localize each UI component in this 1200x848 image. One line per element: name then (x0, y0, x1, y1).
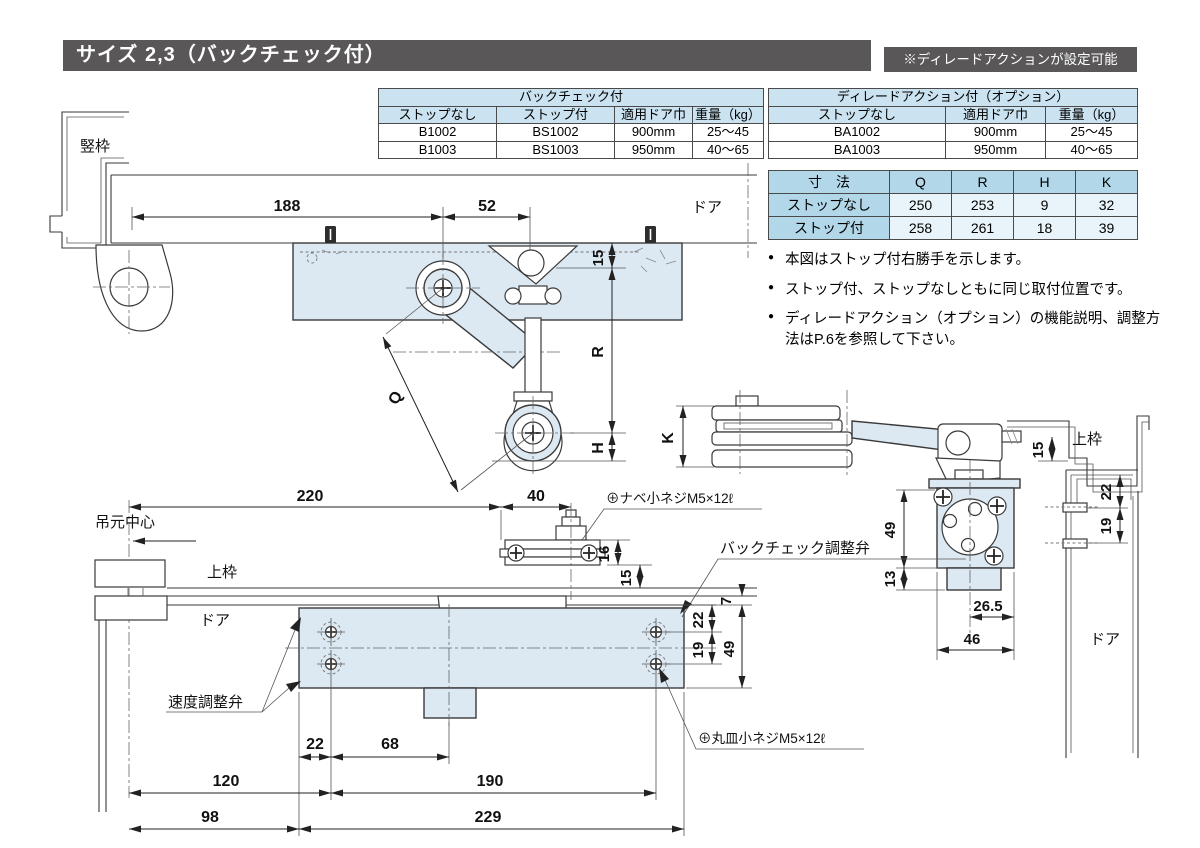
col-header: 適用ドア巾 (614, 105, 693, 124)
table-cell: 9 (1013, 193, 1076, 217)
table-cell: B1003 (378, 140, 497, 159)
side-dim-265: 26.5 (973, 598, 1002, 615)
side-dim-K: K (660, 432, 677, 444)
front-dim-19a: 19 (690, 642, 707, 659)
table-cell: 25〜45 (691, 123, 765, 142)
front-dim-68: 68 (381, 736, 399, 753)
front-dim-40: 40 (527, 488, 545, 505)
plan-label-jamb: 竪枠 (80, 138, 110, 155)
front-label-hinge-center: 吊元中心 (95, 514, 155, 531)
notes-list: 本図はストップ付右勝手を示します。 ストップ付、ストップなしともに同じ取付位置で… (768, 250, 1168, 359)
col-header: R (951, 170, 1014, 194)
table-cell: 40〜65 (691, 140, 765, 159)
side-dim-49: 49 (882, 522, 899, 539)
table-cell: 18 (1013, 216, 1076, 240)
table-cell: 39 (1075, 216, 1138, 240)
side-label-topframe: 上枠 (1072, 431, 1102, 448)
front-dim-120: 120 (213, 773, 240, 790)
col-header: 重量（kg） (691, 105, 765, 124)
row-header: ストップ付 (768, 216, 890, 240)
table-cell: 950mm (614, 140, 693, 159)
table-cell: 40〜65 (1044, 140, 1139, 159)
front-label-speed-valve: 速度調整弁 (168, 694, 243, 711)
table-delayed-title: ディレードアクション付（オプション） (767, 88, 1139, 107)
front-label-pan-screw: ⊕ナベ小ネジM5×12ℓ (606, 491, 734, 506)
side-dim-19: 19 (1098, 518, 1115, 535)
col-header: 寸 法 (768, 170, 890, 194)
col-header: 適用ドア巾 (945, 105, 1046, 124)
front-dim-15: 15 (618, 570, 635, 587)
front-dim-22b: 22 (306, 736, 324, 753)
front-dim-49: 49 (721, 641, 738, 658)
table-cell: B1002 (378, 123, 497, 142)
side-dim-46: 46 (964, 631, 981, 648)
col-header: H (1013, 170, 1076, 194)
plan-label-door: ドア (692, 199, 722, 216)
table-cell: 261 (951, 216, 1014, 240)
front-label-topframe: 上枠 (207, 564, 237, 581)
delayed-action-note: ※ディレードアクションが設定可能 (884, 47, 1137, 72)
screw-hole-icon (317, 618, 670, 678)
plan-dim-52: 52 (478, 198, 496, 215)
front-dim-190: 190 (477, 773, 504, 790)
col-header: ストップなし (768, 105, 946, 124)
side-dim-13: 13 (882, 571, 899, 588)
front-label-flat-screw: ⊕丸皿小ネジM5×12ℓ (698, 731, 826, 746)
col-header: ストップ付 (496, 105, 615, 124)
table-cell: 950mm (945, 140, 1046, 159)
front-dim-22a: 22 (690, 612, 707, 629)
note-item: ディレードアクション（オプション）の機能説明、調整方法はP.6を参照して下さい。 (768, 309, 1168, 350)
table-backcheck: バックチェック付 ストップなし ストップ付 適用ドア巾 重量（kg） B1002… (377, 88, 765, 159)
table-cell: 900mm (945, 123, 1046, 142)
front-dim-16: 16 (596, 546, 613, 563)
page-title: サイズ 2,3（バックチェック付） (63, 40, 871, 71)
plan-dim-188: 188 (274, 198, 301, 215)
col-header: ストップなし (378, 105, 497, 124)
col-header: K (1075, 170, 1138, 194)
col-header: 重量（kg） (1044, 105, 1139, 124)
note-item: 本図はストップ付右勝手を示します。 (768, 250, 1168, 271)
table-cell: 253 (951, 193, 1014, 217)
table-delayed-action: ディレードアクション付（オプション） ストップなし 適用ドア巾 重量（kg） B… (767, 88, 1139, 159)
side-label-door: ドア (1090, 631, 1120, 648)
row-header: ストップなし (768, 193, 890, 217)
front-dim-98: 98 (201, 809, 219, 826)
note-item: ストップ付、ストップなしともに同じ取付位置です。 (768, 280, 1168, 301)
table-cell: 32 (1075, 193, 1138, 217)
front-dim-220: 220 (297, 488, 324, 505)
table-cell: BA1003 (768, 140, 946, 159)
phillips-screw-icon (933, 487, 1007, 566)
plan-view: 188 52 Q 15 R H 竪枠 ドア (49, 111, 757, 493)
side-dim-22: 22 (1098, 484, 1115, 501)
table-dimensions: 寸 法 Q R H K ストップなし 250 253 9 32 ストップ付 25… (768, 170, 1138, 240)
plan-dim-15: 15 (590, 250, 607, 267)
table-cell: 25〜45 (1044, 123, 1139, 142)
front-view: 220 40 吊元中心 上枠 ドア (94, 488, 966, 836)
table-cell: BA1002 (768, 123, 946, 142)
front-label-backcheck-valve: バックチェック調整弁 (720, 540, 870, 557)
table-cell: 900mm (614, 123, 693, 142)
table-cell: 250 (889, 193, 952, 217)
col-header: Q (889, 170, 952, 194)
front-label-door: ドア (200, 612, 230, 629)
plan-dim-R: R (590, 346, 607, 358)
plan-dim-Q: Q (386, 389, 407, 408)
side-view: K 上枠 15 (660, 390, 1150, 758)
plan-dim-H: H (590, 442, 607, 454)
front-dim-7: 7 (718, 597, 735, 605)
side-dim-15: 15 (1030, 442, 1047, 459)
front-dim-229: 229 (475, 809, 502, 826)
table-cell: BS1003 (496, 140, 615, 159)
table-cell: BS1002 (496, 123, 615, 142)
table-cell: 258 (889, 216, 952, 240)
table-backcheck-title: バックチェック付 (377, 88, 765, 107)
